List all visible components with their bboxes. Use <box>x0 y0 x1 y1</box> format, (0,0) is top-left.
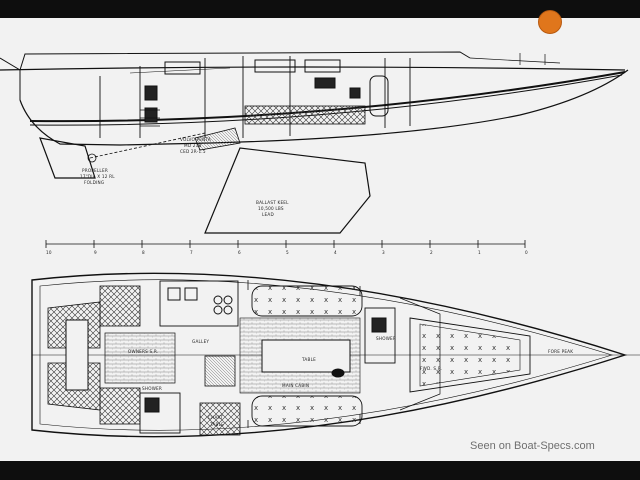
svg-text:SHOWER: SHOWER <box>142 386 162 391</box>
svg-text:6: 6 <box>238 250 241 255</box>
svg-text:3: 3 <box>382 250 385 255</box>
engine-label: VOLVO PENTA MD 21B CED 2R-1.5 <box>180 137 211 154</box>
svg-text:PROPELLER: PROPELLER <box>82 168 108 173</box>
plan-svg: x <box>0 51 640 438</box>
svg-text:FORE PEAK: FORE PEAK <box>548 349 573 354</box>
svg-text:10,500 LBS: 10,500 LBS <box>258 206 284 211</box>
station-scale <box>45 240 526 248</box>
svg-text:MD 21B: MD 21B <box>184 143 202 148</box>
svg-text:2: 2 <box>430 250 433 255</box>
svg-text:7: 7 <box>190 250 193 255</box>
svg-text:SHOWER: SHOWER <box>376 336 396 341</box>
svg-text:OWNERS S.R.: OWNERS S.R. <box>128 349 158 354</box>
svg-text:17"DIA X 12 RL: 17"DIA X 12 RL <box>80 174 115 179</box>
svg-text:9: 9 <box>94 250 97 255</box>
svg-text:FOLDING: FOLDING <box>84 180 104 185</box>
svg-text:1: 1 <box>478 250 481 255</box>
svg-text:CED 2R-1.5: CED 2R-1.5 <box>180 149 206 154</box>
plan-labels: GALLEY OWNERS S.R. TABLE MAIN CABIN CHAR… <box>128 336 573 427</box>
plan-view <box>31 272 640 438</box>
boat-specs-logo-icon[interactable] <box>538 10 562 34</box>
watermark-text: Seen on Boat-Specs.com <box>470 440 595 452</box>
scale-numbers: 10 9 8 7 6 5 4 3 2 1 0 <box>46 250 528 255</box>
svg-text:MAIN CABIN: MAIN CABIN <box>282 383 309 388</box>
svg-text:5: 5 <box>286 250 289 255</box>
svg-text:GALLEY: GALLEY <box>192 339 209 344</box>
svg-text:LEAD: LEAD <box>262 212 274 217</box>
svg-text:10: 10 <box>46 250 52 255</box>
svg-text:FWD. S.R.: FWD. S.R. <box>420 366 442 371</box>
svg-text:0: 0 <box>525 250 528 255</box>
propeller-label: PROPELLER 17"DIA X 12 RL FOLDING <box>80 168 115 185</box>
boat-plan-drawing: x <box>0 18 640 461</box>
svg-text:TABLE: TABLE <box>301 357 316 362</box>
svg-text:BALLAST KEEL: BALLAST KEEL <box>256 200 289 205</box>
profile-view <box>0 51 629 234</box>
ballast-keel-label: BALLAST KEEL 10,500 LBS LEAD <box>256 200 289 217</box>
svg-text:CHART: CHART <box>208 415 223 420</box>
svg-text:4: 4 <box>334 250 337 255</box>
svg-text:TABLE: TABLE <box>209 422 224 427</box>
svg-text:8: 8 <box>142 250 145 255</box>
svg-text:VOLVO PENTA: VOLVO PENTA <box>180 137 211 142</box>
